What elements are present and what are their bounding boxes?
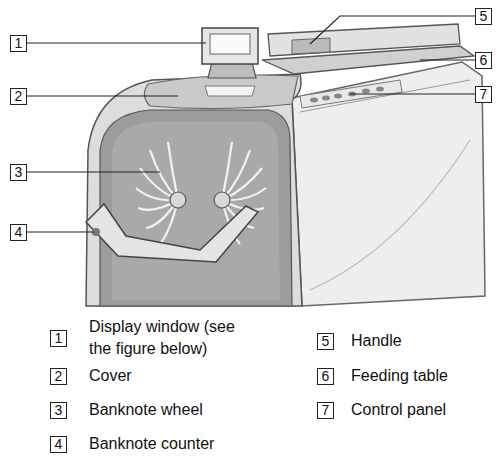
front-opening <box>100 110 292 306</box>
leader-line <box>27 231 94 232</box>
callout-number: 4 <box>51 437 66 452</box>
leader-line <box>27 42 206 43</box>
callout-number: 1 <box>51 331 66 346</box>
callout-number: 4 <box>11 225 26 240</box>
key-number-box: 3Banknote wheel <box>50 402 67 419</box>
part-name: Handle <box>351 330 500 352</box>
side-edge <box>300 80 470 112</box>
callout-number: 7 <box>476 87 491 102</box>
cover-slot <box>205 86 255 96</box>
button <box>334 94 342 99</box>
button <box>310 98 318 103</box>
key-number-box: 6Feeding table <box>317 368 334 385</box>
leader-lines <box>27 16 475 232</box>
feeding-table <box>262 46 474 74</box>
callout-number: 5 <box>476 9 491 24</box>
callout-number: 5 <box>475 8 492 25</box>
banknote-wheel-left <box>136 142 178 244</box>
leader-line <box>27 171 160 172</box>
front-face <box>86 74 302 306</box>
key-number-box: 2Cover <box>50 368 67 385</box>
callout-number: 1 <box>11 36 26 51</box>
key-number-box: 1Display window (see the figure below) <box>50 330 67 347</box>
key-number-box: 4Banknote counter <box>50 436 67 453</box>
callout-number: 7 <box>318 403 333 418</box>
callout-number: 3 <box>10 164 27 181</box>
callout-number: 1 <box>10 35 27 52</box>
side-curve <box>310 140 470 290</box>
cover <box>144 75 298 109</box>
banknote-counter-tray <box>86 204 258 262</box>
handle-grip <box>292 38 330 54</box>
callout-number: 3 <box>11 165 26 180</box>
wheel-blade <box>168 142 178 200</box>
part-name: Cover <box>89 365 249 387</box>
callout-number: 7 <box>475 86 492 103</box>
leader-line <box>350 93 475 94</box>
callout-number: 5 <box>318 334 333 349</box>
leader-line <box>27 95 178 96</box>
leader-line <box>420 59 475 60</box>
callout-number: 2 <box>11 89 26 104</box>
part-name: Banknote counter <box>89 433 249 455</box>
side-panel <box>292 62 485 306</box>
key-number-box: 5Handle <box>317 333 334 350</box>
display-screen <box>210 34 250 54</box>
part-name: Control panel <box>351 399 500 421</box>
part-name: Display window (see the figure below) <box>89 316 249 360</box>
key-number-box: 7Control panel <box>317 402 334 419</box>
callout-number: 6 <box>475 52 492 69</box>
part-name: Banknote wheel <box>89 399 249 421</box>
callout-number: 6 <box>318 369 333 384</box>
callout-number: 2 <box>51 369 66 384</box>
display-window <box>202 28 258 64</box>
part-name: Feeding table <box>351 365 500 387</box>
button <box>362 89 370 94</box>
leader-line <box>310 16 475 44</box>
callout-number: 2 <box>10 88 27 105</box>
callout-number: 6 <box>476 53 491 68</box>
wheel-hub <box>170 192 186 208</box>
wheel-blade <box>222 142 232 200</box>
wheel-hub <box>214 192 230 208</box>
button <box>322 96 330 101</box>
button <box>376 87 384 92</box>
callout-number: 3 <box>51 403 66 418</box>
callout-number: 4 <box>10 224 27 241</box>
